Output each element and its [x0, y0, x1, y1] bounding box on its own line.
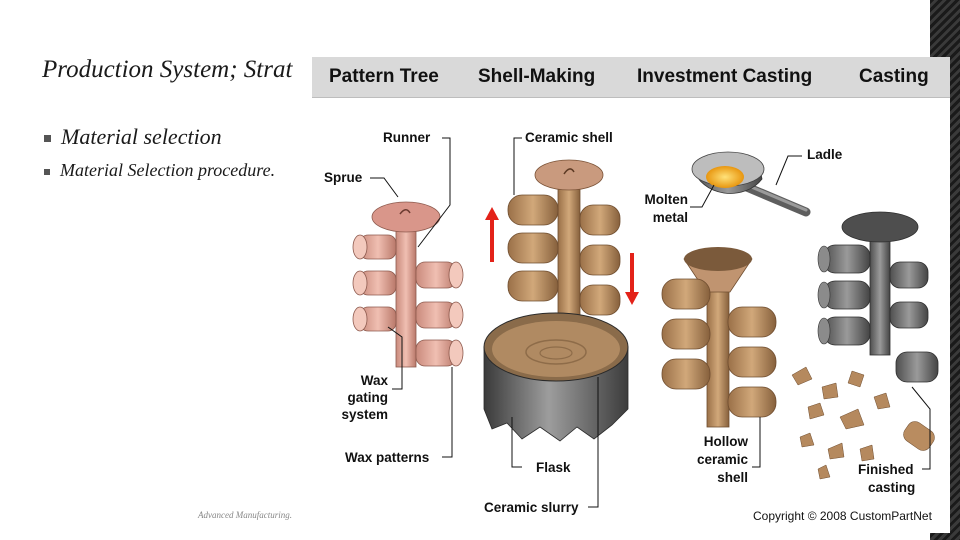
bullet-text: Material Selection procedure. — [60, 160, 276, 180]
flask-with-slurry — [483, 312, 629, 442]
label-hollow-1: Hollow — [703, 434, 748, 449]
label-flask: Flask — [536, 460, 571, 475]
label-hollow-2: ceramic — [696, 452, 748, 467]
square-bullet-icon — [44, 168, 50, 175]
label-wax-patterns: Wax patterns — [345, 450, 430, 465]
red-down-arrow — [625, 253, 639, 305]
bullet-text: Material selection — [61, 124, 222, 149]
label-wax-gating-2: gating — [347, 390, 389, 405]
header-pattern-tree: Pattern Tree — [329, 66, 439, 87]
copyright-notice: Copyright © 2008 CustomPartNet — [753, 509, 932, 523]
label-wax-gating-1: Wax — [360, 373, 388, 388]
label-hollow-3: shell — [717, 470, 748, 485]
slide-footer: Advanced Manufacturing. — [198, 510, 292, 520]
label-ladle: Ladle — [807, 147, 843, 162]
label-ceramic-slurry: Ceramic slurry — [484, 500, 579, 515]
header-investment-casting: Investment Casting — [637, 66, 813, 87]
red-up-arrow — [485, 207, 499, 262]
label-molten-2: metal — [652, 210, 688, 225]
investment-casting-figure: Pattern Tree Shell-Making Investment Cas… — [312, 57, 950, 533]
slide-title: Production System; Strat — [42, 56, 293, 83]
broken-shell-fragments — [791, 366, 935, 480]
hollow-ceramic-shell — [661, 247, 777, 428]
label-sprue: Sprue — [324, 170, 363, 185]
wax-pattern-tree — [352, 201, 464, 368]
ladle — [691, 151, 811, 217]
finished-metal-casting — [817, 211, 939, 383]
header-shell-making: Shell-Making — [478, 66, 596, 87]
process-illustration — [352, 137, 939, 508]
leader-lines — [370, 137, 931, 508]
label-finished-1: Finished — [858, 462, 914, 477]
square-bullet-icon — [44, 135, 51, 143]
label-wax-gating-3: system — [341, 407, 388, 422]
ceramic-shell-tree — [507, 159, 621, 331]
figure-header: Pattern Tree Shell-Making Investment Cas… — [312, 57, 950, 98]
label-ceramic-shell: Ceramic shell — [525, 130, 613, 145]
header-casting: Casting — [859, 66, 929, 87]
bullet-item: Material selection — [44, 124, 222, 150]
bullet-item: Material Selection procedure. — [44, 160, 275, 181]
label-molten-1: Molten — [644, 192, 689, 207]
label-finished-2: casting — [868, 480, 916, 495]
label-runner: Runner — [383, 130, 431, 145]
